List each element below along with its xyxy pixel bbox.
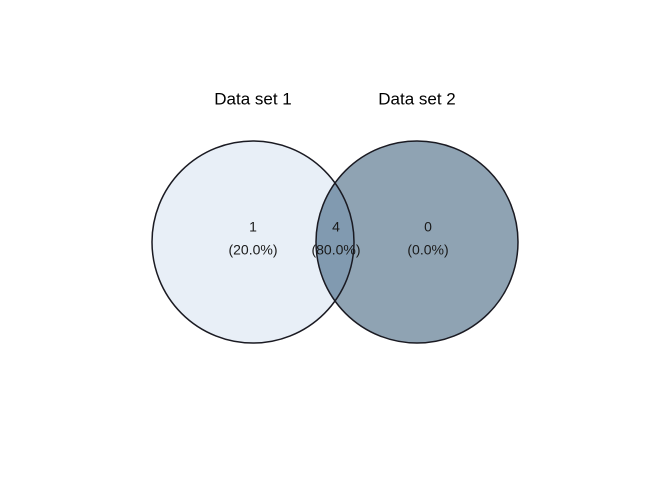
set-2-circle-outline[interactable] [315,140,519,344]
left-only-count: 1 [249,219,257,235]
intersection-percent: (80.0%) [311,242,360,258]
set-2-circle-fill [316,141,518,343]
right-only-percent: (0.0%) [407,242,448,258]
set-2-title: Data set 2 [378,89,456,108]
intersection-count: 4 [332,219,340,235]
set-1-circle-outline[interactable] [151,140,355,344]
left-only-percent: (20.0%) [228,242,277,258]
right-only-count: 0 [424,219,432,235]
set-1-circle-fill [152,141,354,343]
set-1-title: Data set 1 [214,89,292,108]
